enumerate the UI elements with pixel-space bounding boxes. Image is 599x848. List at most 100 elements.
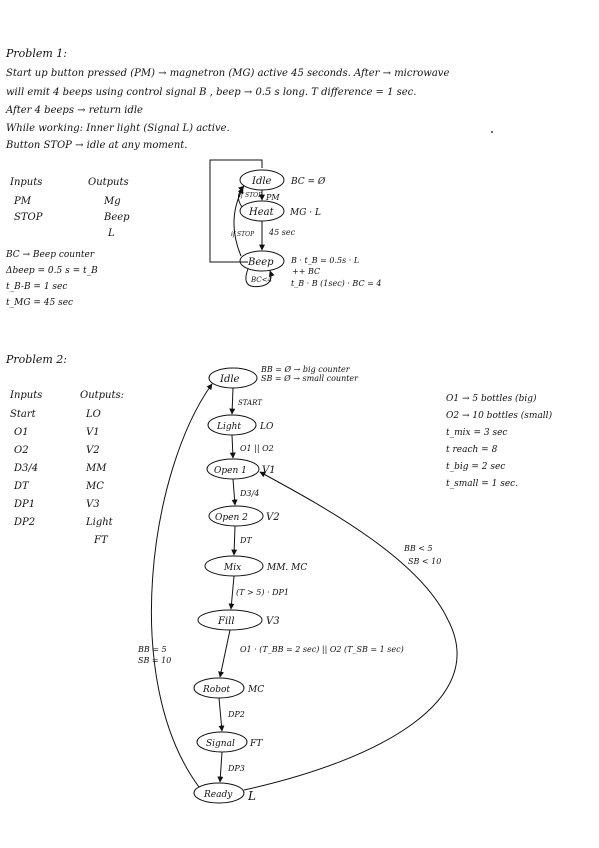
p2-output-lo: LO [86, 409, 101, 420]
p2-state-ready-label: Ready [203, 790, 233, 800]
p2-output-v3: V3 [86, 499, 100, 510]
p2-trans-dp3: DP3 [227, 764, 245, 773]
p1-stop-loop-line [209, 159, 263, 263]
p2-note-1: O1 → 5 bottles (big) [446, 394, 537, 404]
p2-arrow-mix-fill [228, 575, 235, 610]
p2-output-light: Light [86, 517, 113, 528]
problem1-line-3: After 4 beeps → return idle [6, 105, 143, 116]
p2-inputs-header: Inputs [10, 390, 43, 401]
p2-state-open1-label: Open 1 [214, 466, 247, 476]
p1-bc4: BC<4 [250, 276, 272, 284]
p2-state-ready [193, 782, 245, 804]
p1-note-4: t_MG = 45 sec [6, 298, 74, 308]
p1-state-heat-label: Heat [248, 207, 275, 218]
p1-arrow-beep-self [245, 268, 275, 288]
problem1-line-5: Button STOP → idle at any moment. [6, 140, 188, 151]
problem2-state-diagram [150, 367, 458, 804]
p1-outputs-header: Outputs [88, 177, 129, 188]
p2-output-v2: V2 [86, 445, 100, 456]
p1-if-stop-left: if STOP [231, 231, 255, 238]
p2-input-start: Start [10, 409, 36, 420]
p1-heat-output: MG · L [289, 208, 321, 218]
p2-trans-start: START [238, 399, 263, 407]
p2-arrow-fill-robot [218, 629, 231, 678]
p1-pm-label: PM [265, 193, 280, 202]
problem1-title: Problem 1: [6, 47, 67, 60]
p2-arrow-light-open1 [229, 434, 236, 459]
p2-ready-output: L [247, 789, 256, 803]
p2-arrow-open1-open2 [231, 478, 238, 506]
p1-bc-zero: BC = Ø [290, 176, 326, 187]
p2-arrow-ready-idle [150, 383, 213, 788]
p2-return-label-bb: BB = 5 [137, 645, 167, 654]
p2-trans-dt: DT [239, 536, 252, 545]
p2-arrow-robot-signal [218, 697, 225, 732]
p2-state-signal-label: Signal [206, 739, 235, 749]
p2-note-6: t_small = 1 sec. [446, 479, 519, 489]
p2-note-4: t reach = 8 [446, 445, 498, 455]
problem1-line-4: While working: Inner light (Signal L) ac… [6, 123, 230, 134]
p1-note-3: t_B-B = 1 sec [6, 282, 68, 292]
p2-state-open2-label: Open 2 [215, 513, 248, 523]
problem1-line-2: will emit 4 beeps using control signal B… [6, 87, 417, 98]
p2-state-open2 [208, 505, 264, 527]
p2-counter-bb: BB = Ø → big counter [260, 365, 351, 374]
problem1-state-diagram [209, 159, 285, 288]
p1-state-beep [239, 250, 285, 272]
p1-input-pm: PM [14, 196, 31, 207]
problem1-line-1: Start up button pressed (PM) → magnetron… [6, 68, 450, 79]
p2-open1-output: V1 [262, 465, 276, 476]
p2-note-3: t_mix = 3 sec [446, 428, 508, 438]
p1-arrow-beep-idle-stop [233, 187, 244, 257]
p2-trans-dp2: DP2 [227, 710, 245, 719]
p1-note-2: Δbeep = 0.5 s = t_B [6, 266, 98, 276]
p1-beep-output-1: B · t_B = 0.5s · L [290, 256, 359, 265]
p2-mix-output: MM. MC [266, 563, 307, 573]
p2-input-dp1: DP1 [14, 499, 36, 510]
problem2-title: Problem 2: [6, 353, 67, 366]
p2-state-light-label: Light [216, 422, 241, 432]
p2-input-o2: O2 [14, 445, 29, 456]
p1-beep-output-2: ++ BC [292, 267, 320, 276]
p1-note-1: BC → Beep counter [6, 250, 95, 260]
p2-state-robot-label: Robot [202, 685, 230, 695]
p1-beep-output-3: t_B · B (1sec) · BC = 4 [291, 279, 381, 288]
p1-output-mg: Mg [104, 196, 121, 207]
p2-return-label-sb: SB = 10 [138, 656, 171, 665]
p2-open2-output: V2 [266, 512, 280, 523]
p2-robot-output: MC [247, 685, 264, 695]
p2-trans-d34: D3/4 [239, 489, 259, 498]
stray-dot [491, 131, 493, 133]
p1-if-stop-top: if STOP [239, 192, 263, 199]
p2-state-idle-label: Idle [219, 374, 240, 385]
p2-input-d34: D3/4 [14, 463, 39, 474]
p1-input-stop: STOP [14, 212, 43, 223]
p1-output-l: L [108, 228, 115, 239]
p2-input-o1: O1 [14, 427, 29, 438]
p2-light-output: LO [259, 422, 274, 432]
p2-trans-o1-o2: O1 || O2 [240, 444, 274, 453]
p1-45sec: 45 sec [268, 228, 296, 237]
p2-fill-output: V3 [266, 616, 280, 627]
p2-arrow-idle-light [229, 387, 236, 415]
p1-state-idle-label: Idle [251, 176, 272, 187]
p2-trans-fill-robot: O1 · (T_BB = 2 sec) || O2 (T_SB = 1 sec) [240, 645, 404, 654]
p2-output-mm: MM [86, 463, 107, 474]
p1-output-beep: Beep [104, 212, 130, 223]
p1-state-beep-label: Beep [247, 257, 274, 268]
p2-arrow-open2-mix [231, 525, 238, 556]
p2-trans-t5-dp1: (T > 5) · DP1 [236, 588, 289, 597]
p2-note-5: t_big = 2 sec [446, 462, 506, 472]
p2-state-mix-label: Mix [223, 563, 241, 573]
p2-state-fill-label: Fill [217, 616, 235, 627]
p2-loop-label-bb: BB < 5 [403, 544, 433, 553]
p1-inputs-header: Inputs [10, 177, 43, 188]
p2-arrow-signal-ready [217, 751, 224, 783]
p2-counter-sb: SB = Ø → small counter [261, 374, 359, 383]
p2-input-dp2: DP2 [14, 517, 36, 528]
p2-outputs-header: Outputs: [80, 390, 125, 401]
p2-output-v1: V1 [86, 427, 100, 438]
p2-loop-label-sb: SB < 10 [408, 557, 441, 566]
p2-signal-output: FT [249, 739, 263, 749]
